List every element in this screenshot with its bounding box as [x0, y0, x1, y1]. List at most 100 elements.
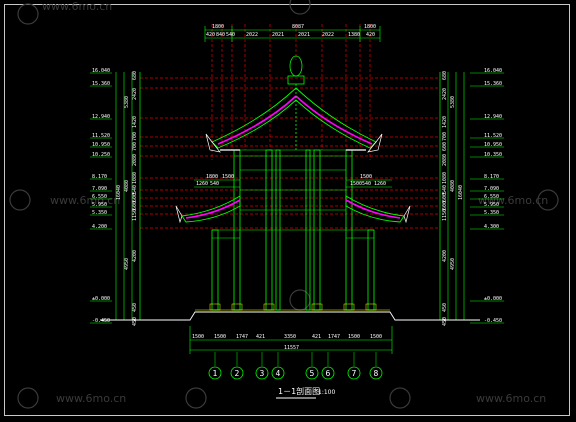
upper-roof	[205, 87, 383, 153]
left-vertical-dimension-label: 1150	[132, 209, 138, 221]
right-elevation-label: 11.520	[484, 133, 502, 139]
watermark-text: www.6mo.cn	[476, 392, 546, 405]
right-vertical-dimension-label: 680	[442, 71, 448, 80]
right-vertical-dimension-label: 1420	[442, 116, 448, 128]
right-vertical-dimension-label: 2420	[442, 88, 448, 100]
left-elevation-label: 10.950	[92, 142, 110, 148]
right-vertical-dimension-label: 2080	[442, 154, 448, 166]
watermark-text: www.6mo.cn	[478, 194, 548, 207]
left-outer-dimension-label: 4080	[124, 180, 130, 192]
top-dimension-label: 1800	[212, 24, 224, 30]
watermark-logo-icon	[17, 387, 39, 409]
left-elevation-label: 16.040	[92, 68, 110, 74]
watermark-logo-icon	[289, 289, 311, 311]
mid-dimension-lines	[194, 179, 392, 188]
watermark-text: www.6mo.cn	[50, 194, 120, 207]
left-elevation-scale	[115, 72, 141, 320]
axis-label: 3	[260, 369, 265, 378]
left-elevation-label: 7.090	[92, 186, 107, 192]
left-outer-dimension-label: 4950	[124, 258, 130, 270]
top-dimension-label: 1380	[348, 32, 360, 38]
right-vertical-dimension-label: 1150	[442, 209, 448, 221]
left-vertical-dimension-label: 2080	[132, 154, 138, 166]
left-vertical-dimension-label: 1080	[132, 172, 138, 184]
axis-label: 4	[276, 369, 281, 378]
top-dimension-lines	[204, 26, 381, 42]
watermarks: www.6mo.cn www.6mo.cn www.6mo.cn www.6mo…	[9, 0, 559, 409]
mid-dimension-label: 1500	[360, 174, 372, 180]
watermark-logo-icon	[9, 189, 31, 211]
right-vertical-dimension-label: 600	[442, 193, 448, 202]
left-vertical-dimension-label: 450	[132, 317, 138, 326]
mid-dimension-label: 540	[362, 181, 371, 187]
ground-line	[100, 309, 480, 321]
top-dimension-label: 420	[366, 32, 375, 38]
right-vertical-dimension-label: 700	[442, 132, 448, 141]
left-elevation-label: 6.550	[92, 194, 107, 200]
bottom-dimension-label: 421	[312, 334, 321, 340]
axis-label: 5	[310, 369, 315, 378]
axis-bubble	[321, 366, 335, 380]
left-elevation-label: 11.520	[92, 133, 110, 139]
left-elevation-label: 5.950	[92, 202, 107, 208]
axis-bubble	[255, 366, 269, 380]
right-elevation-label: ±0.000	[484, 296, 502, 302]
axis-label: 8	[374, 369, 379, 378]
right-elevation-label: 7.090	[484, 186, 499, 192]
top-dimension-label: 2022	[322, 32, 334, 38]
watermark-logo-icon	[289, 0, 311, 15]
mid-dimension-label: 1260	[196, 181, 208, 187]
right-elevation-label: 8.170	[484, 174, 499, 180]
right-elevation-label: 10.350	[484, 152, 502, 158]
beams	[212, 149, 374, 239]
left-vertical-dimension-label: 680	[132, 71, 138, 80]
left-elevation-label: 15.360	[92, 81, 110, 87]
bottom-dimension-label: 1500	[214, 334, 226, 340]
drawing-frame	[4, 4, 570, 416]
left-elevation-label: 4.200	[92, 224, 107, 230]
left-vertical-dimension-label: 600	[132, 193, 138, 202]
right-elevation-label: 15.360	[484, 81, 502, 87]
axis-label: 2	[235, 369, 240, 378]
right-elevation-label: 5.350	[484, 210, 499, 216]
right-elevation-label: 16.040	[484, 68, 502, 74]
right-vertical-dimension-label: 600	[442, 201, 448, 210]
left-elevation-label: 10.250	[92, 152, 110, 158]
axis-bubble	[271, 366, 285, 380]
column-bases	[209, 303, 377, 311]
top-dimension-label: 420	[206, 32, 215, 38]
left-outer-dimension-label: 5380	[124, 96, 130, 108]
watermark-text: www.6mo.cn	[56, 392, 126, 405]
left-elevation-labels: 16.04015.36012.94011.52010.95010.2508.17…	[90, 68, 112, 324]
right-elevation-label: 12.940	[484, 114, 502, 120]
left-vertical-dimension-label: 2420	[132, 88, 138, 100]
top-dimension-label: 2021	[298, 32, 310, 38]
axis-bubble	[230, 366, 244, 380]
drawing-scale: 1:100	[318, 389, 335, 396]
drawing-title: 1－1剖面图	[278, 386, 320, 396]
vertical-guide-lines	[211, 24, 371, 160]
bottom-dimension-label: 3350	[284, 334, 296, 340]
bottom-dimension-label: 1747	[236, 334, 248, 340]
bottom-dimension-label: 1500	[348, 334, 360, 340]
right-elevation-label: 10.950	[484, 142, 502, 148]
left-vertical-dimension-label: 600	[132, 201, 138, 210]
bottom-total-dimension-label: 11557	[284, 345, 299, 351]
right-vertical-dimension-label: 600	[442, 142, 448, 151]
axis-label: 1	[213, 369, 218, 378]
watermark-logo-icon	[17, 3, 39, 25]
right-vertical-dimension-label: 450	[442, 303, 448, 312]
elevation-guide-lines	[140, 77, 440, 229]
top-dimension-label: 2022	[246, 32, 258, 38]
ridge-ornament	[287, 55, 305, 150]
mid-dimension-label: 1260	[374, 181, 386, 187]
axis-label: 7	[352, 369, 357, 378]
watermark-logo-icon	[185, 387, 207, 409]
top-dimension-label: 540	[226, 32, 235, 38]
right-vertical-dimension-label: 4200	[442, 250, 448, 262]
top-dimension-label: 1800	[364, 24, 376, 30]
axis-bubble	[347, 366, 361, 380]
